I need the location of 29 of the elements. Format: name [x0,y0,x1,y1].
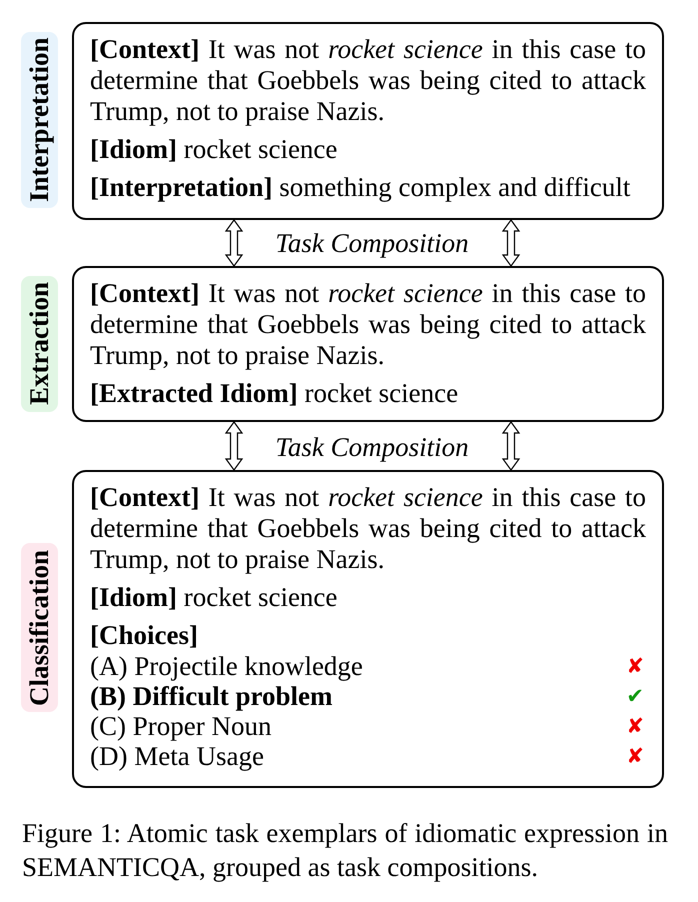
extracted-idiom-line: [Extracted Idiom] rocket science [90,378,458,409]
task-type-tab: Extraction [21,276,58,412]
double-arrow [224,218,244,268]
context-paragraph: [Context] It was not rocket science in this case to determine that Goebbels was being cited to attack Trump, not to praise Nazis. [90,34,646,127]
idiom-line: [Idiom] rocket science [90,134,338,165]
task-type-tab: Interpretation [21,32,58,208]
composition-label: Task Composition [275,228,469,258]
figure-caption: Figure 1: Atomic task exemplars of idiomatic expression in SEMANTICQA, grouped as task compositions. [22,817,668,884]
double-arrow [502,420,520,472]
idiom-line: [Idiom] rocket science [90,582,338,613]
double-arrow [224,420,244,472]
context-paragraph: [Context] It was not rocket science in this case to determine that Goebbels was being cited to attack Trump, not to praise Nazis. [90,482,646,575]
cross-icon: ✘ [626,741,644,771]
composition-label: Task Composition [275,432,469,462]
check-icon: ✔ [626,681,644,711]
cross-icon: ✘ [626,651,644,681]
context-paragraph: [Context] It was not rocket science in this case to determine that Goebbels was being cited to attack Trump, not to praise Nazis. [90,278,646,371]
choice-option: (C) Proper Noun [90,711,272,741]
exemplar-card [72,470,664,788]
interpretation-line: [Interpretation] something complex and difficult [90,172,630,203]
cross-icon: ✘ [626,711,644,741]
choice-option: (B) Difficult problem [90,681,332,711]
choice-option: (D) Meta Usage [90,741,264,771]
double-arrow [502,218,520,268]
task-type-tab: Classification [21,543,58,712]
exemplar-card [72,266,664,422]
choices-heading: [Choices] [90,620,198,651]
exemplar-card [72,22,664,220]
choice-option: (A) Projectile knowledge [90,651,363,681]
